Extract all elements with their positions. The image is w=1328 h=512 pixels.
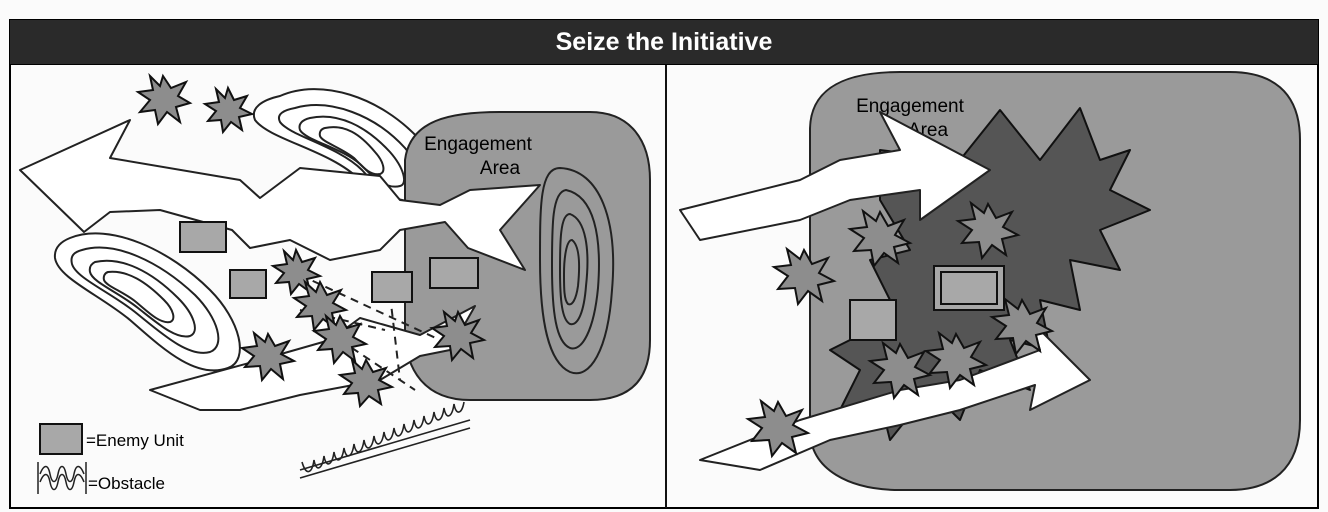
strike-star [745, 398, 811, 459]
strike-star [867, 340, 933, 401]
strike-star [311, 313, 369, 366]
left-engagement-area-label-line1: Engagement [424, 134, 532, 155]
strike-star [771, 246, 837, 307]
terrain-hill-lower [53, 232, 241, 372]
left-maneuver-arrow [19, 119, 541, 271]
strike-star [337, 357, 395, 409]
strike-star [239, 330, 297, 383]
left-enemy-units [179, 221, 479, 303]
legend-enemy-unit-label: =Enemy Unit [86, 431, 184, 450]
strike-star [270, 247, 323, 297]
legend: =Enemy Unit =Obstacle [37, 423, 184, 494]
left-panel: Engagement Area [19, 72, 651, 494]
strike-star [135, 72, 193, 127]
right-upper-maneuver-arrow [679, 111, 991, 241]
left-engagement-area: Engagement Area [404, 111, 651, 401]
title-bar: Seize the Initiative [10, 20, 1318, 65]
figure-title: Seize the Initiative [555, 28, 773, 56]
right-strike-stars [745, 200, 1055, 459]
enemy-unit [849, 299, 897, 341]
enemy-unit [371, 271, 413, 303]
strike-star [429, 309, 487, 363]
enemy-unit [940, 271, 998, 305]
strike-star [989, 296, 1055, 357]
enemy-unit [933, 265, 1005, 311]
legend-obstacle-label: =Obstacle [88, 474, 165, 493]
enemy-unit [229, 269, 267, 299]
strike-star [923, 330, 989, 391]
enemy-unit [179, 221, 227, 253]
left-strike-stars [135, 72, 487, 409]
right-enemy-units [849, 265, 1005, 341]
legend-enemy-unit-swatch [39, 423, 83, 455]
obstacle-wire [299, 401, 471, 479]
strike-star [202, 85, 255, 135]
strike-star [847, 208, 913, 269]
right-panel: Engagement Area [679, 71, 1301, 491]
legend-obstacle-swatch [37, 462, 87, 494]
enemy-unit [429, 257, 479, 289]
strike-star [955, 200, 1021, 261]
right-engagement-area-label-line1: Engagement [856, 96, 964, 117]
left-engagement-area-label-line2: Area [480, 158, 521, 179]
